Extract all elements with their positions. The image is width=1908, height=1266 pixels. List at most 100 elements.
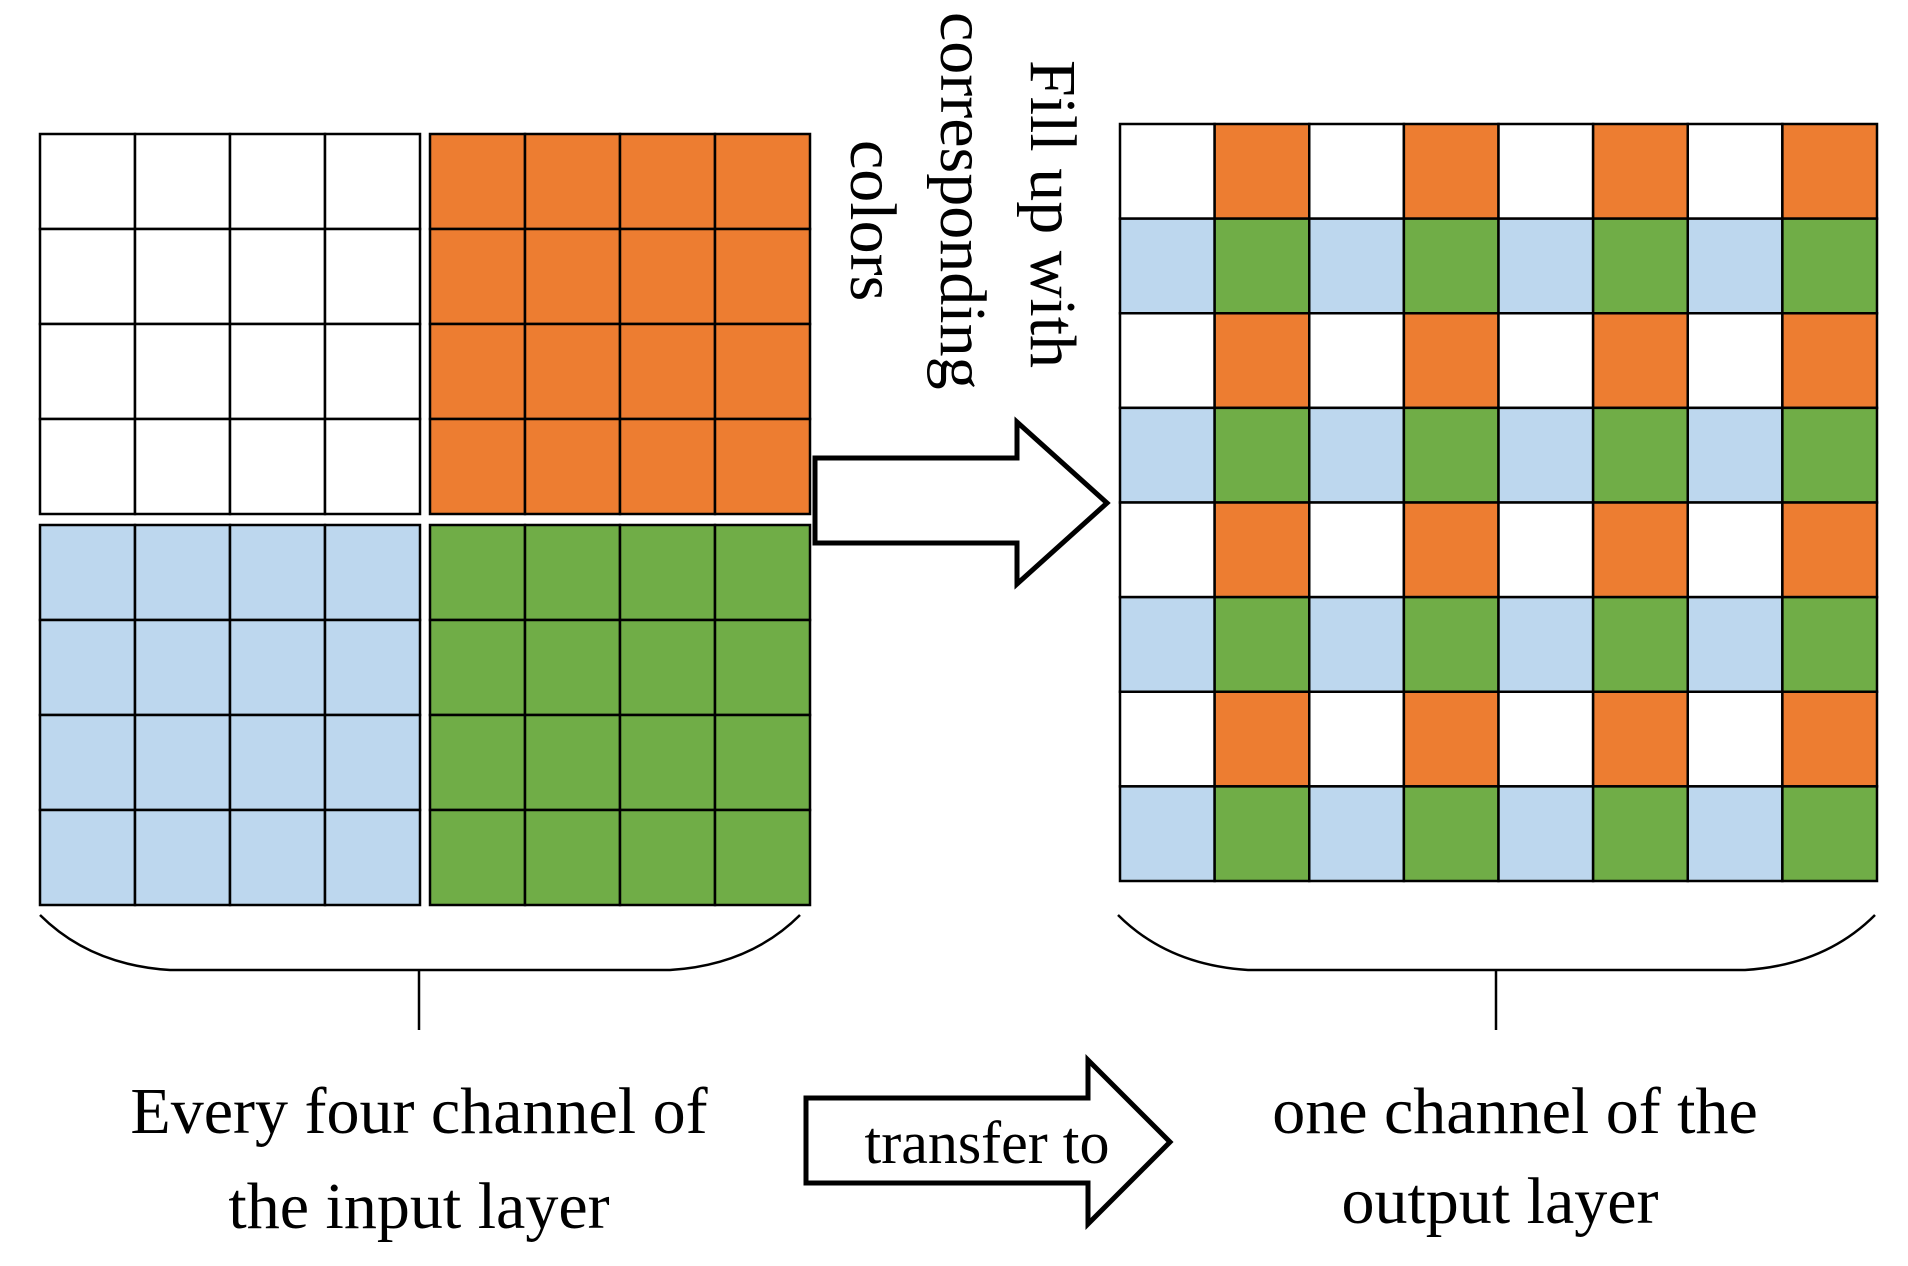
grid-cell <box>1497 217 1595 315</box>
input-label-line-1: Every four channel of <box>130 1075 707 1148</box>
grid-cell <box>1118 122 1216 220</box>
grid-cell <box>133 132 232 231</box>
grid-cell <box>1118 312 1216 410</box>
input-channel-orange <box>428 132 812 516</box>
grid-cell <box>523 322 622 421</box>
grid-cell <box>1308 785 1406 883</box>
grid-cell <box>1213 406 1311 504</box>
grid-cell <box>38 523 137 622</box>
grid-cell <box>38 713 137 812</box>
grid-cell <box>1686 122 1784 220</box>
grid-cell <box>1402 217 1500 315</box>
grid-cell <box>1591 690 1689 788</box>
grid-cell <box>1118 501 1216 599</box>
grid-cell <box>323 322 422 421</box>
grid-cell <box>1591 406 1689 504</box>
grid-cell <box>1308 501 1406 599</box>
grid-cell <box>1497 785 1595 883</box>
grid-cell <box>1213 501 1311 599</box>
grid-cell <box>228 417 327 516</box>
output-brace <box>1117 914 1876 1030</box>
grid-cell <box>1402 501 1500 599</box>
grid-cell <box>323 417 422 516</box>
grid-cell <box>1686 217 1784 315</box>
grid-cell <box>133 618 232 717</box>
grid-cell <box>618 417 717 516</box>
grid-cell <box>1308 690 1406 788</box>
grid-cell <box>428 808 527 907</box>
grid-cell <box>38 808 137 907</box>
fill-arrow-icon <box>812 416 1111 590</box>
grid-cell <box>1118 595 1216 693</box>
transfer-label: transfer to <box>865 1110 1110 1176</box>
grid-cell <box>1497 595 1595 693</box>
grid-cell <box>1781 501 1879 599</box>
grid-cell <box>38 227 137 326</box>
grid-cell <box>1308 217 1406 315</box>
grid-cell <box>713 132 812 231</box>
grid-cell <box>523 417 622 516</box>
grid-cell <box>1402 312 1500 410</box>
output-channel <box>1118 122 1879 883</box>
input-layer-channels <box>38 132 812 907</box>
grid-cell <box>1686 312 1784 410</box>
grid-cell <box>1686 785 1784 883</box>
grid-cell <box>1497 312 1595 410</box>
grid-cell <box>323 132 422 231</box>
grid-cell <box>133 417 232 516</box>
grid-cell <box>323 713 422 812</box>
grid-cell <box>1213 312 1311 410</box>
grid-cell <box>713 523 812 622</box>
grid-cell <box>133 227 232 326</box>
grid-cell <box>618 227 717 326</box>
grid-cell <box>323 618 422 717</box>
grid-cell <box>228 618 327 717</box>
grid-cell <box>38 132 137 231</box>
output-label-line-2: output layer <box>1341 1165 1658 1238</box>
grid-cell <box>428 417 527 516</box>
grid-cell <box>1781 122 1879 220</box>
grid-cell <box>1213 217 1311 315</box>
grid-cell <box>713 808 812 907</box>
grid-cell <box>1118 785 1216 883</box>
grid-cell <box>228 227 327 326</box>
transfer-arrow-icon <box>803 1053 1174 1231</box>
grid-cell <box>1402 406 1500 504</box>
grid-cell <box>618 808 717 907</box>
grid-cell <box>1118 217 1216 315</box>
grid-cell <box>1402 122 1500 220</box>
grid-cell <box>428 618 527 717</box>
grid-cell <box>618 523 717 622</box>
grid-cell <box>1402 690 1500 788</box>
grid-cell <box>1402 595 1500 693</box>
grid-cell <box>428 322 527 421</box>
grid-cell <box>1591 501 1689 599</box>
grid-cell <box>228 808 327 907</box>
grid-cell <box>1781 785 1879 883</box>
grid-cell <box>618 132 717 231</box>
grid-cell <box>1591 595 1689 693</box>
grid-cell <box>1591 122 1689 220</box>
grid-cell <box>38 417 137 516</box>
grid-cell <box>323 227 422 326</box>
grid-cell <box>428 713 527 812</box>
output-layer-grid <box>1118 122 1879 883</box>
grid-cell <box>323 523 422 622</box>
grid-cell <box>1118 406 1216 504</box>
grid-cell <box>523 523 622 622</box>
output-label-line-1: one channel of the <box>1272 1075 1758 1148</box>
grid-cell <box>1308 406 1406 504</box>
grid-cell <box>523 713 622 812</box>
grid-cell <box>618 322 717 421</box>
grid-cell <box>428 132 527 231</box>
grid-cell <box>1781 312 1879 410</box>
grid-cell <box>323 808 422 907</box>
grid-cell <box>1781 406 1879 504</box>
grid-cell <box>1686 501 1784 599</box>
grid-cell <box>713 417 812 516</box>
grid-cell <box>428 227 527 326</box>
grid-cell <box>38 322 137 421</box>
grid-cell <box>523 227 622 326</box>
grid-cell <box>523 808 622 907</box>
